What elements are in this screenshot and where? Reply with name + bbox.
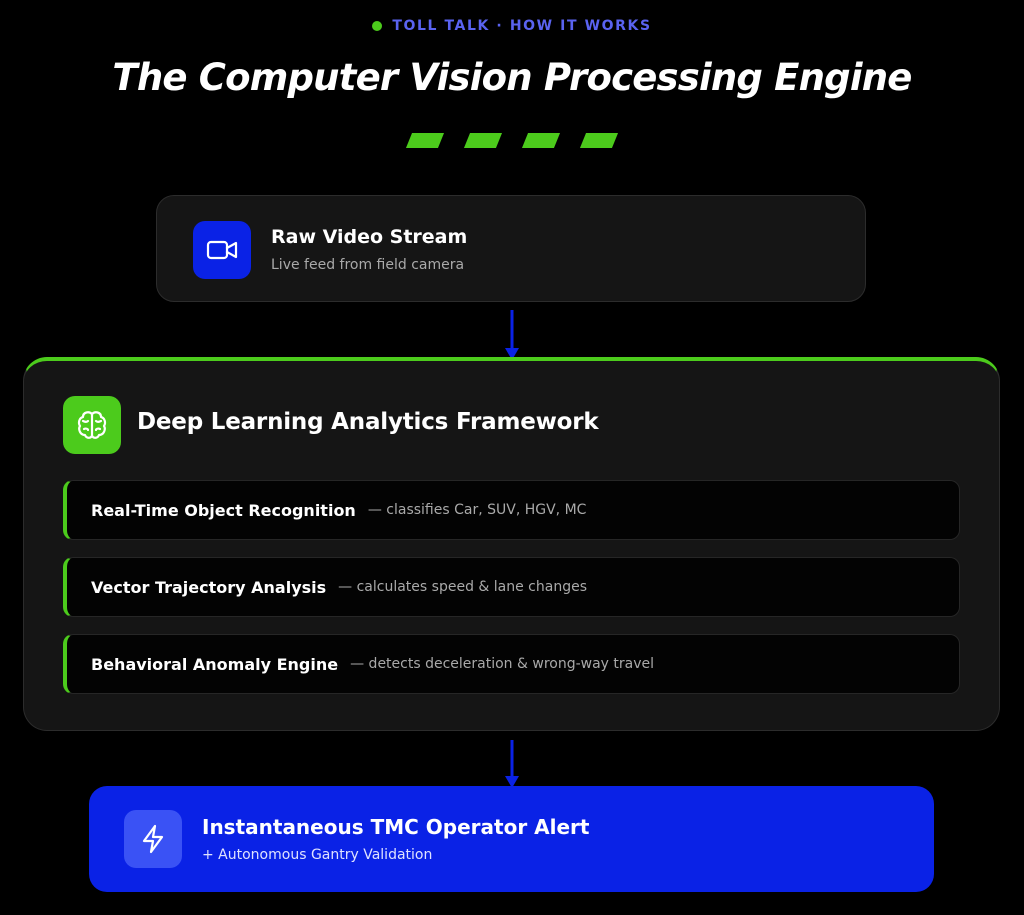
dash-decoration xyxy=(579,133,619,148)
stage-description: — detects deceleration & wrong-way trave… xyxy=(350,656,655,672)
alert-title: Instantaneous TMC Operator Alert xyxy=(202,815,590,839)
brain-icon xyxy=(63,396,121,454)
deep-learning-framework-card: Deep Learning Analytics Framework Real-T… xyxy=(23,357,1000,731)
stage-name: Real-Time Object Recognition xyxy=(91,500,356,520)
stage-name: Vector Trajectory Analysis xyxy=(91,577,327,597)
dash-decoration xyxy=(463,133,503,148)
stage-trajectory-analysis: Vector Trajectory Analysis — calculates … xyxy=(63,557,960,617)
video-camera-icon xyxy=(193,221,251,279)
stage-description: — calculates speed & lane changes xyxy=(338,579,587,595)
eyebrow: TOLL TALK · HOW IT WORKS xyxy=(0,18,1024,34)
alert-subtitle: + Autonomous Gantry Validation xyxy=(202,847,433,863)
stage-description: — classifies Car, SUV, HGV, MC xyxy=(367,502,587,518)
stage-object-recognition: Real-Time Object Recognition — classifie… xyxy=(63,480,960,540)
flow-arrow-down-icon xyxy=(505,310,519,360)
dash-decoration xyxy=(521,133,561,148)
framework-stages-list: Real-Time Object Recognition — classifie… xyxy=(63,480,960,711)
flow-arrow-down-icon xyxy=(505,740,519,788)
stage-name: Behavioral Anomaly Engine xyxy=(91,654,339,674)
decorative-dashes xyxy=(0,133,1024,148)
raw-video-stream-card: Raw Video Stream Live feed from field ca… xyxy=(156,195,866,302)
source-subtitle: Live feed from field camera xyxy=(271,257,465,273)
page-title: The Computer Vision Processing Engine xyxy=(112,56,912,99)
framework-title: Deep Learning Analytics Framework xyxy=(137,409,599,435)
source-title: Raw Video Stream xyxy=(271,226,468,248)
status-dot-icon xyxy=(372,21,383,31)
stage-anomaly-engine: Behavioral Anomaly Engine — detects dece… xyxy=(63,634,960,694)
lightning-bolt-icon xyxy=(124,810,182,868)
eyebrow-label: TOLL TALK · HOW IT WORKS xyxy=(392,18,652,34)
dash-decoration xyxy=(405,133,445,148)
operator-alert-card: Instantaneous TMC Operator Alert + Auton… xyxy=(89,786,934,892)
